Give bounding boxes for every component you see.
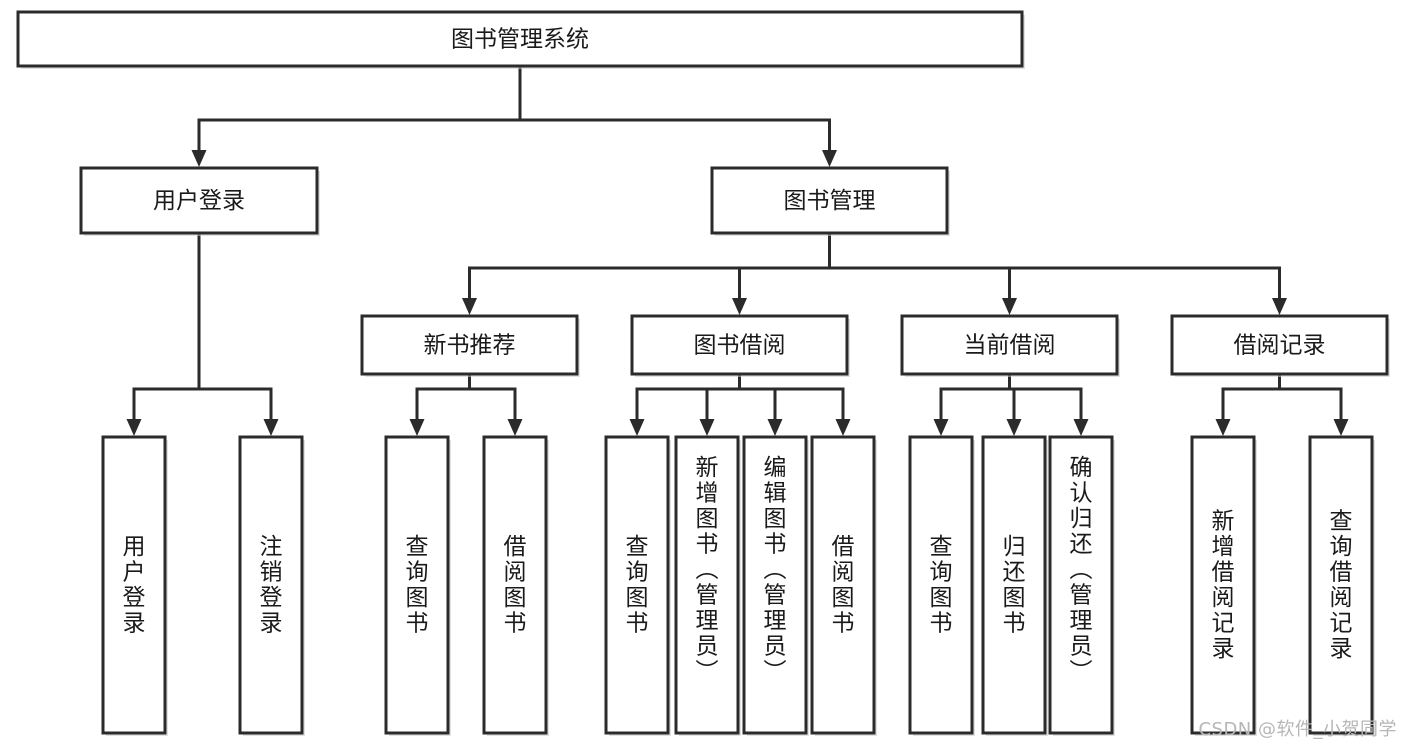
node-label: 用户登录 (153, 188, 245, 214)
node-box[interactable] (710, 166, 949, 235)
node-book-borrow[interactable]: 图书借阅 (630, 314, 850, 377)
node-box[interactable] (981, 435, 1047, 735)
node-label: 借阅记录 (1234, 333, 1326, 359)
node-box[interactable] (742, 435, 808, 735)
node-leaf-borrow-book-2[interactable]: 借阅图书 (810, 435, 877, 736)
node-book-manage[interactable]: 图书管理 (710, 166, 950, 236)
connector-group (629, 372, 851, 436)
connector-group (933, 372, 1089, 436)
connector-arrowhead (191, 150, 207, 167)
connector-arrowhead (1006, 419, 1022, 436)
node-label: 借阅图书 (832, 534, 855, 637)
connector-arrowhead (1002, 298, 1017, 315)
node-label: 查询图书 (626, 534, 649, 637)
node-box[interactable] (79, 166, 319, 235)
connector-layer (126, 64, 1349, 436)
node-leaf-user-login[interactable]: 用户登录 (101, 435, 168, 736)
node-box[interactable] (900, 314, 1119, 376)
node-box[interactable] (1170, 314, 1389, 376)
connector-arrowhead (767, 419, 783, 436)
node-label: 图书借阅 (694, 333, 786, 359)
node-label: 查询借阅记录 (1330, 508, 1353, 662)
node-leaf-query-book-2[interactable]: 查询图书 (604, 435, 671, 736)
node-leaf-edit-book[interactable]: 编辑图书︵管理员︶ (742, 435, 809, 736)
connector-arrowhead (126, 419, 142, 436)
node-box[interactable] (908, 435, 974, 735)
node-label: 查询图书 (406, 534, 429, 637)
node-box[interactable] (1190, 435, 1256, 735)
connector-arrowhead (1272, 298, 1287, 315)
connector-arrowhead (699, 419, 715, 436)
connector-arrowhead (507, 419, 523, 436)
connector-group (126, 231, 279, 436)
node-box[interactable] (810, 435, 876, 735)
node-box[interactable] (482, 435, 548, 735)
node-box[interactable] (1308, 435, 1374, 735)
node-leaf-query-book-1[interactable]: 查询图书 (384, 435, 451, 736)
node-label: 新增借阅记录 (1212, 508, 1235, 662)
node-box[interactable] (674, 435, 740, 735)
connector-group (1215, 372, 1349, 436)
node-box[interactable] (384, 435, 450, 735)
node-label: 图书管理 (784, 188, 876, 214)
node-leaf-return-book[interactable]: 归还图书 (981, 435, 1048, 736)
node-current-borrow[interactable]: 当前借阅 (900, 314, 1120, 377)
node-box[interactable] (238, 435, 304, 735)
node-label: 编辑图书︵管理员︶ (764, 455, 787, 685)
node-box[interactable] (630, 314, 849, 376)
node-leaf-add-record[interactable]: 新增借阅记录 (1190, 435, 1257, 736)
node-box[interactable] (101, 435, 167, 735)
connector-arrowhead (822, 150, 837, 167)
node-label: 查询图书 (930, 534, 953, 637)
connector-group (462, 231, 1287, 315)
node-box[interactable] (360, 314, 579, 376)
node-box[interactable] (604, 435, 670, 735)
node-root[interactable]: 图书管理系统 (16, 10, 1025, 69)
node-label: 用户登录 (123, 534, 146, 637)
connector-arrowhead (1333, 419, 1349, 436)
connector-group (409, 372, 523, 436)
node-new-book-rec[interactable]: 新书推荐 (360, 314, 580, 377)
connector-arrowhead (409, 419, 425, 436)
node-label: 归还图书 (1003, 534, 1026, 637)
node-layer: 图书管理系统用户登录图书管理新书推荐图书借阅当前借阅借阅记录用户登录注销登录查询… (16, 10, 1390, 736)
connector-arrowhead (263, 419, 279, 436)
connector-arrowhead (933, 419, 949, 436)
node-leaf-add-book[interactable]: 新增图书︵管理员︶ (674, 435, 741, 736)
connector-arrowhead (732, 298, 747, 315)
node-user-login[interactable]: 用户登录 (79, 166, 320, 236)
node-label: 确认归还︵管理员︶ (1070, 455, 1093, 685)
connector-arrowhead (835, 419, 851, 436)
node-borrow-record[interactable]: 借阅记录 (1170, 314, 1390, 377)
node-label: 当前借阅 (964, 333, 1056, 359)
node-box[interactable] (1048, 435, 1114, 735)
connector-arrowhead (1215, 419, 1231, 436)
node-label: 新增图书︵管理员︶ (696, 455, 719, 685)
connector-arrowhead (462, 298, 477, 315)
node-leaf-confirm-return[interactable]: 确认归还︵管理员︶ (1048, 435, 1115, 736)
connector-group (191, 64, 837, 167)
node-label: 图书管理系统 (451, 27, 589, 53)
node-leaf-query-book-3[interactable]: 查询图书 (908, 435, 975, 736)
connector-arrowhead (629, 419, 645, 436)
node-leaf-query-record[interactable]: 查询借阅记录 (1308, 435, 1375, 736)
connector-arrowhead (1073, 419, 1089, 436)
node-label: 注销登录 (260, 534, 283, 637)
node-leaf-logout[interactable]: 注销登录 (238, 435, 305, 736)
node-leaf-borrow-book-1[interactable]: 借阅图书 (482, 435, 549, 736)
node-label: 借阅图书 (504, 534, 527, 637)
node-label: 新书推荐 (424, 333, 516, 359)
node-box[interactable] (16, 10, 1024, 68)
